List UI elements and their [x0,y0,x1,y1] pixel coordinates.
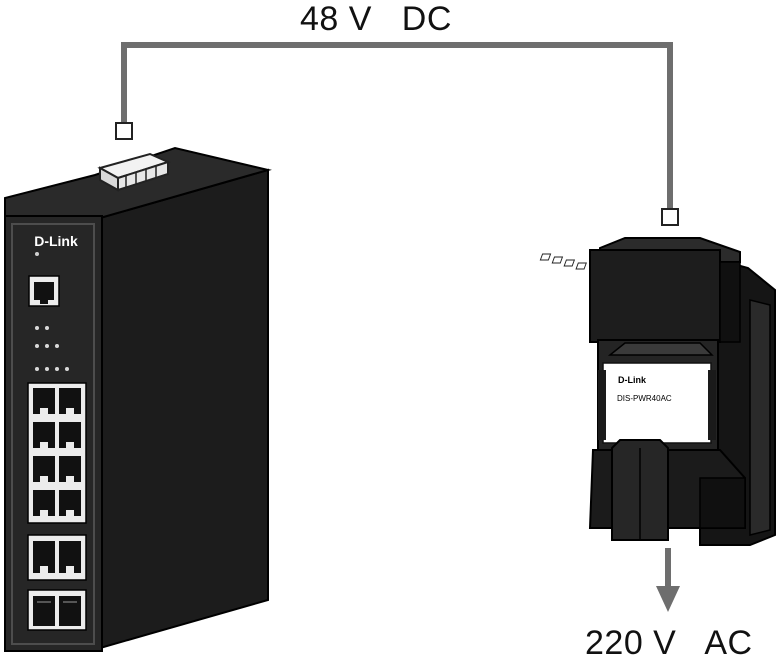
psu-model-number: DIS-PWR40AC [617,394,672,403]
ac-input-arrow [656,548,680,612]
psu-terminals [539,253,587,270]
din-rail-power-supply: D-Link DIS-PWR40AC [539,237,776,546]
cable-connector-switch [115,122,133,140]
industrial-switch: D-Link [4,146,272,652]
dc-voltage-label: 48 V DC [300,0,452,38]
dc-power-cable [115,42,679,226]
psu-label [602,362,712,444]
sfp-slot-group [27,589,87,631]
combo-port-group [27,534,87,581]
psu-brand-logo: D-Link [618,375,647,385]
power-terminal-block [97,152,171,192]
switch-side-panel [99,168,269,650]
cable-connector-psu [661,208,679,226]
console-port [28,275,60,307]
status-leds [35,326,69,371]
ethernet-port-group [27,382,87,524]
ac-voltage-label: 220 V AC [585,624,753,662]
switch-brand-logo: D-Link [34,233,78,249]
